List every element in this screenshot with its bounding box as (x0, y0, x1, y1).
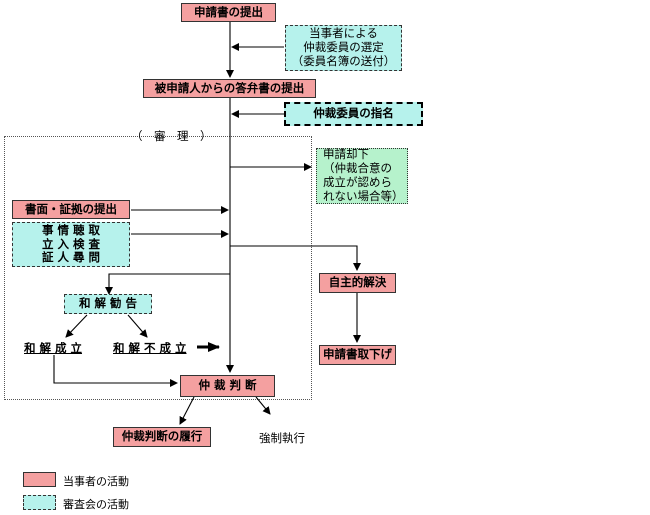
investigation-line: 事 情 聴 取 (41, 222, 100, 237)
arrow-fulfillment (179, 396, 195, 425)
selection-line: 当事者による (309, 26, 378, 41)
review-label: （ 審 理 ） (131, 129, 212, 143)
dismissal-box: 申請却下 （仲裁合意の 成立が認めら れない場合等） (316, 148, 408, 204)
settled-label: 和 解 成 立 (24, 341, 83, 355)
investigation-line: 証 人 尋 問 (41, 250, 100, 265)
arrow-not-settled (127, 314, 148, 338)
selection-line: 仲裁委員の選定 (303, 40, 384, 55)
dismissal-line: 申請却下 (323, 147, 369, 162)
withdrawal-box: 申請書取下げ (319, 345, 396, 365)
documents-box: 書面・証拠の提出 (12, 200, 130, 219)
dismissal-line: （仲裁合意の (323, 161, 392, 176)
arrow-voluntary (230, 245, 361, 271)
arrow-recommendation (105, 273, 230, 295)
legend-council-label: 審査会の活動 (63, 498, 129, 511)
designation-box: 仲裁委員の指名 (284, 102, 423, 126)
arrow-settled-to-award (53, 355, 178, 387)
voluntary-box: 自主的解決 (319, 273, 396, 293)
review-frame (4, 136, 312, 400)
selection-line: （委員名簿の送付） (291, 53, 396, 68)
award-box: 仲 裁 判 断 (180, 375, 275, 397)
arrow-enforcement (255, 396, 271, 415)
legend-party-swatch (23, 472, 56, 487)
application-box: 申請書の提出 (181, 3, 276, 22)
fulfillment-box: 仲裁判断の履行 (113, 427, 211, 447)
not-settled-label: 和 解 不 成 立 (113, 341, 187, 355)
response-box: 被申請人からの答弁書の提出 (143, 79, 316, 98)
recommendation-box: 和 解 勧 告 (64, 294, 152, 314)
legend-party-label: 当事者の活動 (63, 475, 129, 488)
dismissal-line: れない場合等） (323, 188, 404, 203)
arrow-settled (65, 314, 88, 338)
dismissal-line: 成立が認めら (323, 175, 392, 189)
legend-council-swatch (23, 495, 56, 510)
arbitrator-selection-box: 当事者による 仲裁委員の選定 （委員名簿の送付） (285, 25, 402, 71)
investigation-line: 立 入 検 査 (41, 236, 100, 251)
enforcement-label: 強制執行 (259, 431, 305, 445)
investigation-box: 事 情 聴 取 立 入 検 査 証 人 尋 問 (12, 222, 130, 267)
